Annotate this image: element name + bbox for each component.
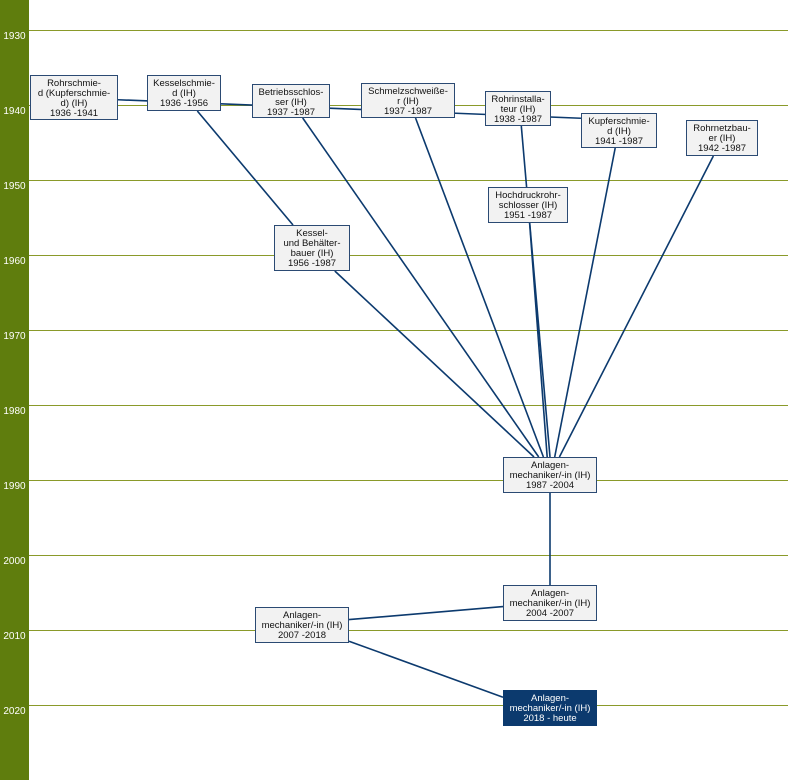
node-line: Betriebsschlos- xyxy=(258,87,324,98)
node-line: Schmelzschweiße- xyxy=(368,86,448,97)
node-rohrschmied[interactable]: Rohrschmie- d (Kupferschmie- d) (IH) 193… xyxy=(30,75,118,120)
year-label-2000: 2000 xyxy=(3,556,26,567)
year-label-1940: 1940 xyxy=(3,106,26,117)
year-sidebar xyxy=(0,0,29,780)
node-hochdruckrohrschlosser[interactable]: Hochdruckrohr- schlosser (IH) 1951 -1987 xyxy=(488,187,568,223)
gridline-1990 xyxy=(29,480,788,481)
connector-kesselschmied-to-kessel-behaelterbauer xyxy=(196,110,294,226)
gridline-1950 xyxy=(29,180,788,181)
node-line: schlosser (IH) xyxy=(498,200,558,211)
node-line: Kessel- xyxy=(296,228,328,239)
gridline-2000 xyxy=(29,555,788,556)
node-line: Anlagen- xyxy=(530,588,570,599)
year-label-1970: 1970 xyxy=(3,331,26,342)
node-line: d) (IH) xyxy=(60,98,88,109)
node-line: Rohrinstalla- xyxy=(491,94,545,105)
node-line: 1956 -1987 xyxy=(287,258,337,269)
node-kessel-behaelterbauer[interactable]: Kessel- und Behälter- bauer (IH) 1956 -1… xyxy=(274,225,350,271)
node-line: 2018 - heute xyxy=(523,713,577,724)
node-anlagenmechaniker-2004[interactable]: Anlagen- mechaniker/-in (IH) 2004 -2007 xyxy=(503,585,597,621)
gridline-2010 xyxy=(29,630,788,631)
connector-anlagenmechaniker-2007-to-anlagenmechaniker-2018 xyxy=(348,640,504,698)
node-rohrnetzbauer[interactable]: Rohrnetzbau- er (IH) 1942 -1987 xyxy=(686,120,758,156)
node-kesselschmied[interactable]: Kesselschmie- d (IH) 1936 -1956 xyxy=(147,75,221,111)
node-line: 1951 -1987 xyxy=(503,210,553,221)
node-line: ser (IH) xyxy=(275,97,307,108)
node-anlagenmechaniker-2007[interactable]: Anlagen- mechaniker/-in (IH) 2007 -2018 xyxy=(255,607,349,643)
connector-betriebsschlosser-to-anlagenmechaniker-1987 xyxy=(302,117,540,458)
node-line: Kesselschmie- xyxy=(153,78,215,89)
node-line: Anlagen- xyxy=(530,460,570,471)
node-line: r (IH) xyxy=(397,96,419,107)
connector-rohrinstallateur-to-anlagenmechaniker-1987 xyxy=(520,125,551,458)
node-line: Rohrnetzbau- xyxy=(693,123,751,134)
gridline-1930 xyxy=(29,30,788,31)
gridline-2020 xyxy=(29,705,788,706)
node-line: 1987 -2004 xyxy=(525,480,575,491)
node-line: d (IH) xyxy=(607,126,631,137)
year-label-2010: 2010 xyxy=(3,631,26,642)
node-line: 1937 -1987 xyxy=(383,106,433,117)
node-anlagenmechaniker-1987[interactable]: Anlagen- mechaniker/-in (IH) 1987 -2004 xyxy=(503,457,597,493)
node-line: er (IH) xyxy=(708,133,736,144)
node-anlagenmechaniker-2018[interactable]: Anlagen- mechaniker/-in (IH) 2018 - heut… xyxy=(503,690,597,726)
year-label-1930: 1930 xyxy=(3,31,26,42)
node-line: 2007 -2018 xyxy=(277,630,327,641)
year-label-1980: 1980 xyxy=(3,406,26,417)
connector-schmelzschweisser-to-anlagenmechaniker-1987 xyxy=(414,117,545,458)
gridline-1970 xyxy=(29,330,788,331)
node-line: Rohrschmie- xyxy=(47,78,101,89)
node-line: teur (IH) xyxy=(500,104,536,115)
node-line: d (IH) xyxy=(172,88,196,99)
node-line: und Behälter- xyxy=(283,238,341,249)
node-kupferschmied[interactable]: Kupferschmie- d (IH) 1941 -1987 xyxy=(581,113,657,148)
node-line: mechaniker/-in (IH) xyxy=(261,620,343,631)
node-line: Kupferschmie- xyxy=(588,116,650,127)
node-line: 1938 -1987 xyxy=(493,114,543,125)
node-line: 2004 -2007 xyxy=(525,608,575,619)
node-line: Anlagen- xyxy=(282,610,322,621)
node-line: d (Kupferschmie- xyxy=(37,88,111,99)
year-label-2020: 2020 xyxy=(3,706,26,717)
connector-kessel-behaelterbauer-to-anlagenmechaniker-1987 xyxy=(334,270,535,458)
year-label-1950: 1950 xyxy=(3,181,26,192)
node-line: mechaniker/-in (IH) xyxy=(509,598,591,609)
node-line: 1941 -1987 xyxy=(594,136,644,147)
connector-anlagenmechaniker-2004-to-anlagenmechaniker-2007 xyxy=(348,605,504,621)
node-line: mechaniker/-in (IH) xyxy=(509,470,591,481)
node-schmelzschweisser[interactable]: Schmelzschweiße- r (IH) 1937 -1987 xyxy=(361,83,455,118)
gridline-1980 xyxy=(29,405,788,406)
node-rohrinstallateur[interactable]: Rohrinstalla- teur (IH) 1938 -1987 xyxy=(485,91,551,126)
node-line: mechaniker/-in (IH) xyxy=(509,703,591,714)
connector-hochdruckrohrschlosser-to-anlagenmechaniker-1987 xyxy=(528,222,548,458)
node-line: 1942 -1987 xyxy=(697,143,747,154)
node-betriebsschlosser[interactable]: Betriebsschlos- ser (IH) 1937 -1987 xyxy=(252,84,330,118)
node-line: 1936 -1941 xyxy=(49,108,99,119)
node-line: 1937 -1987 xyxy=(266,107,316,118)
connector-rohrnetzbauer-to-anlagenmechaniker-1987 xyxy=(558,155,715,458)
year-label-1990: 1990 xyxy=(3,481,26,492)
gridline-1960 xyxy=(29,255,788,256)
node-line: bauer (IH) xyxy=(290,248,334,259)
node-line: 1936 -1956 xyxy=(159,98,209,109)
year-label-1960: 1960 xyxy=(3,256,26,267)
node-line: Hochdruckrohr- xyxy=(495,190,561,201)
connector-kupferschmied-to-anlagenmechaniker-1987 xyxy=(553,147,616,458)
node-line: Anlagen- xyxy=(530,693,570,704)
